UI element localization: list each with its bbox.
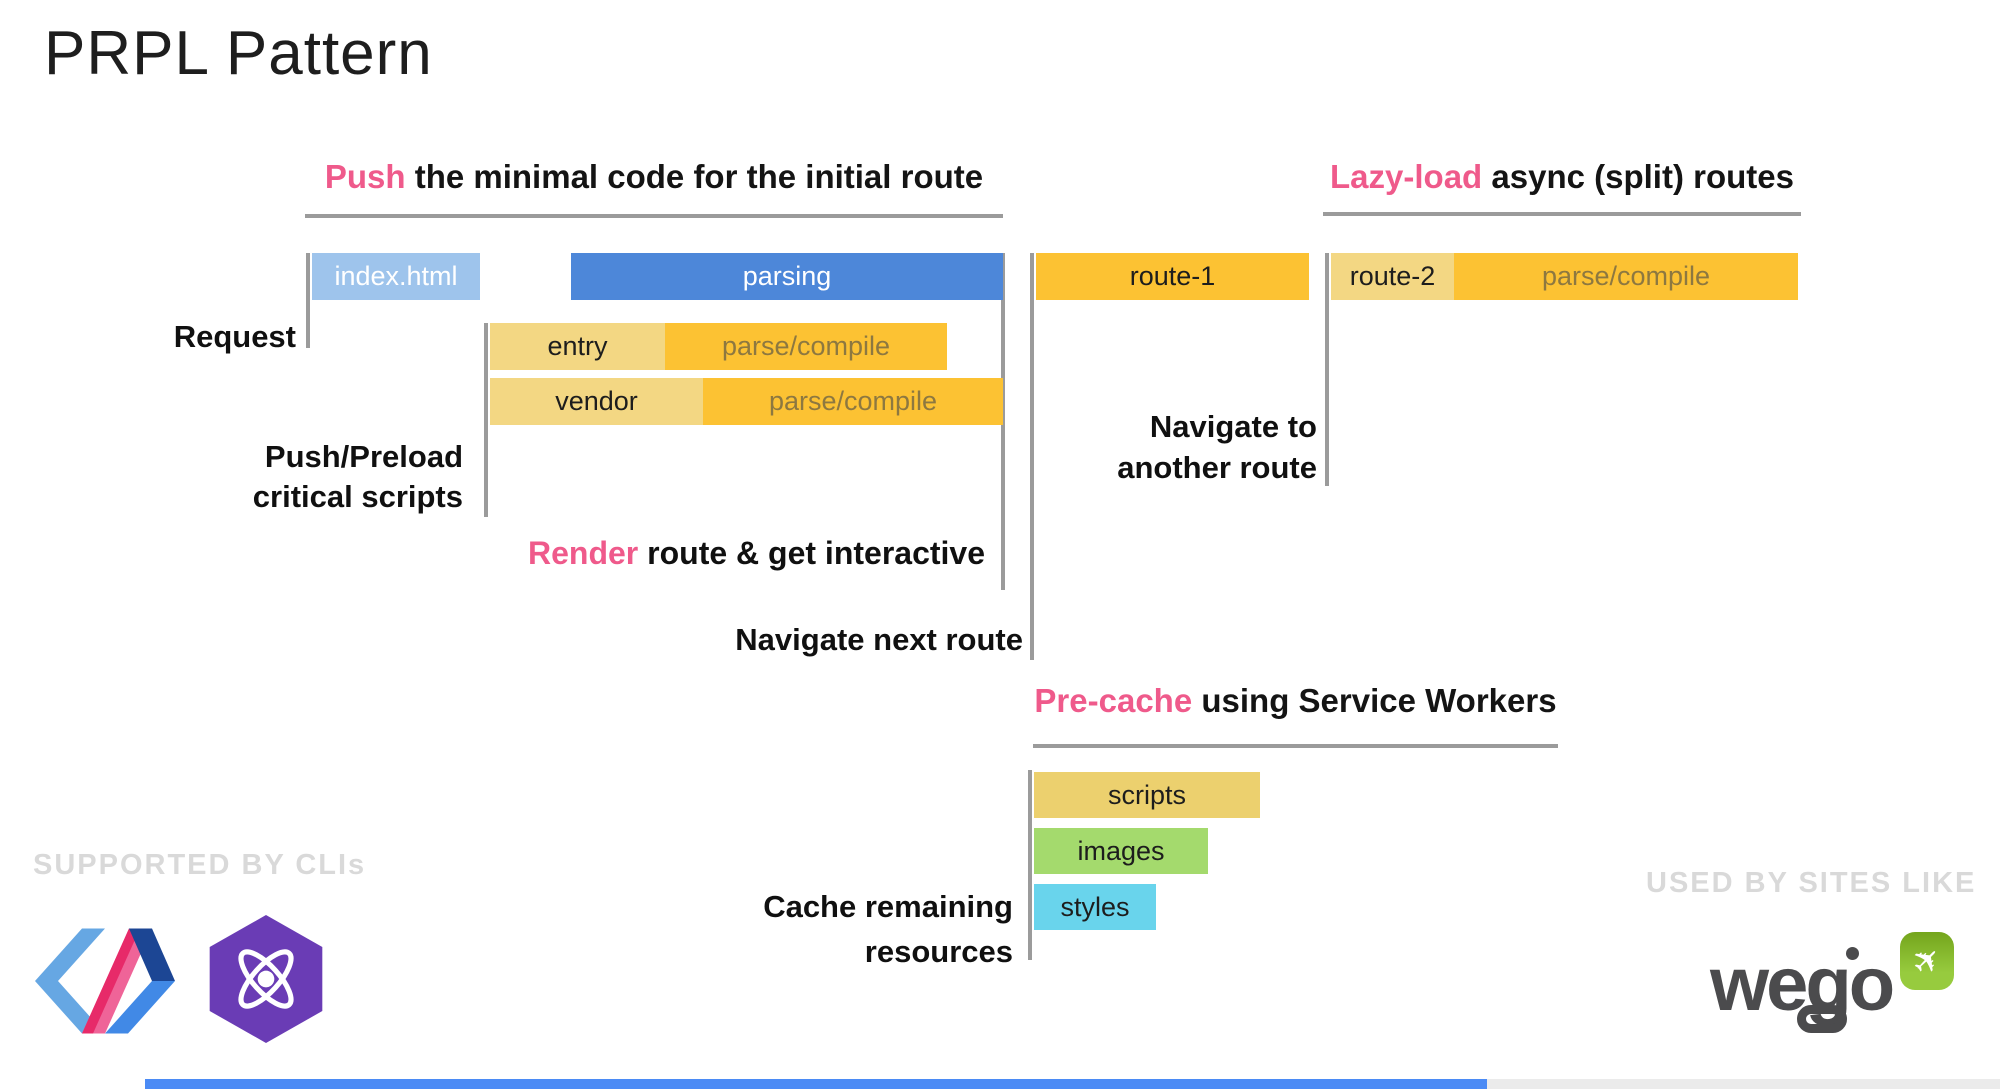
bar-vendor: vendor	[490, 378, 703, 425]
bar-route-1: route-1	[1036, 253, 1309, 300]
heading-push-rest: the minimal code for the initial route	[405, 158, 984, 195]
wego-logo: wego	[1710, 925, 1960, 1070]
label-push-preload: Push/Preload critical scripts	[150, 437, 463, 517]
heading-pre-cache-underline	[1033, 744, 1558, 748]
heading-pre-cache: Pre-cache using Service Workers	[1033, 682, 1558, 720]
bar-route-2: route-2	[1331, 253, 1454, 300]
timeline-push-preload-line	[484, 323, 488, 517]
wego-g-descender	[1797, 1005, 1847, 1033]
used-by-sites-caption: USED BY SITES LIKE	[1646, 867, 1977, 899]
timeline-navigate-another-line	[1325, 253, 1329, 486]
label-cache-remaining: Cache remaining resources	[690, 884, 1013, 974]
timeline-render-line	[1001, 253, 1005, 590]
heading-lazy-load-underline	[1323, 212, 1801, 216]
label-navigate-next: Navigate next route	[735, 622, 1023, 657]
airplane-icon: ✈	[1903, 937, 1951, 985]
bar-styles: styles	[1034, 884, 1156, 930]
heading-pre-cache-keyword: Pre-cache	[1034, 682, 1193, 719]
timeline-navigate-next-line	[1030, 253, 1034, 660]
supported-by-clis-caption: SUPPORTED BY CLIs	[33, 849, 367, 881]
bar-parsing: parsing	[571, 253, 1003, 300]
label-request: Request	[173, 319, 296, 354]
heading-pre-cache-rest: using Service Workers	[1192, 682, 1557, 719]
bar-vendor-parse-compile: parse/compile	[703, 378, 1003, 425]
bar-entry-parse-compile: parse/compile	[665, 323, 947, 370]
video-progress-bar[interactable]	[145, 1079, 1487, 1089]
wego-wordmark: wego	[1710, 942, 1895, 1027]
bar-scripts: scripts	[1034, 772, 1260, 818]
label-cache-remaining-line1: Cache remaining	[763, 889, 1013, 924]
heading-lazy-load-keyword: Lazy-load	[1330, 158, 1483, 195]
heading-push: Push the minimal code for the initial ro…	[305, 158, 1003, 196]
page-title: PRPL Pattern	[44, 19, 433, 88]
label-cache-remaining-line2: resources	[864, 934, 1013, 969]
preact-logo-icon	[209, 915, 323, 1043]
timeline-cache-line	[1028, 770, 1032, 960]
bar-route-2-parse-compile: parse/compile	[1454, 253, 1798, 300]
heading-lazy-load: Lazy-load async (split) routes	[1323, 158, 1801, 196]
label-navigate-another-line2: another route	[1117, 450, 1317, 485]
heading-push-keyword: Push	[324, 158, 406, 195]
bar-index-html: index.html	[312, 253, 480, 300]
label-render-rest: route & get interactive	[638, 535, 985, 571]
video-progress-track[interactable]	[1487, 1079, 2000, 1089]
heading-push-underline	[305, 214, 1003, 218]
bar-images: images	[1034, 828, 1208, 874]
label-push-preload-line2: critical scripts	[252, 479, 463, 514]
label-navigate-another: Navigate to another route	[1050, 406, 1317, 488]
bar-entry: entry	[490, 323, 665, 370]
wego-badge: ✈	[1900, 932, 1954, 990]
label-render-keyword: Render	[528, 535, 639, 571]
timeline-request-line	[306, 253, 310, 348]
wego-dot	[1846, 947, 1859, 960]
heading-lazy-load-rest: async (split) routes	[1482, 158, 1794, 195]
label-push-preload-line1: Push/Preload	[264, 439, 463, 474]
polymer-logo-icon	[35, 928, 175, 1034]
label-navigate-another-line1: Navigate to	[1149, 409, 1317, 444]
label-render: Render route & get interactive	[400, 533, 985, 574]
